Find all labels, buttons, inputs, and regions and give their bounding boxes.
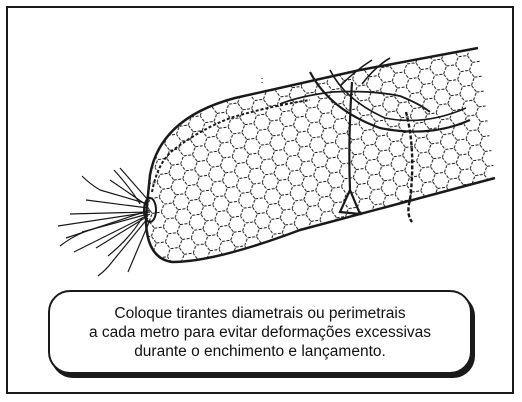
caption-box: Coloque tirantes diametrais ou perimetra… (48, 290, 472, 374)
caption-line-3: durante o enchimento e lançamento. (89, 342, 431, 361)
caption-line-1: Coloque tirantes diametrais ou perimetra… (89, 304, 431, 323)
caption-text: Coloque tirantes diametrais ou perimetra… (89, 304, 431, 361)
closing-wire-bundle (58, 168, 156, 276)
caption-line-2: a cada metro para evitar deformações exc… (89, 323, 431, 342)
sack-body (100, 30, 520, 280)
